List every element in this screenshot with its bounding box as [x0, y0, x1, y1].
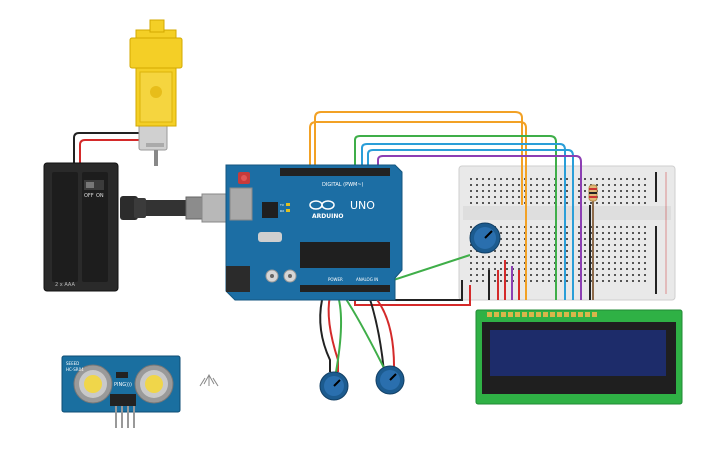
usb-cable[interactable]: [120, 193, 243, 223]
svg-text:PING))): PING))): [114, 382, 132, 388]
arduino-logo: [309, 200, 335, 210]
svg-text:ON: ON: [96, 193, 104, 199]
svg-text:OFF: OFF: [84, 193, 94, 199]
ultrasonic-sensor[interactable]: SEEED PING))) HC-SR04: [61, 355, 181, 428]
wire-battery-red[interactable]: [79, 139, 139, 180]
power-analog-header[interactable]: [300, 285, 390, 292]
arduino-uno[interactable]: DIGITAL (PWM~) ARDUINO UNO POWER ANALOG …: [225, 164, 403, 301]
svg-text:SEEED: SEEED: [66, 361, 79, 366]
lcd-screen: [490, 330, 666, 376]
arduino-logo-text: ARDUINO: [312, 213, 343, 220]
lcd-pin[interactable]: [578, 312, 583, 317]
wire-blue[interactable]: [361, 143, 566, 300]
board-model: UNO: [350, 199, 375, 212]
svg-text:TX: TX: [279, 203, 284, 207]
svg-text:HC-SR04: HC-SR04: [66, 367, 84, 372]
lcd-pin[interactable]: [494, 312, 499, 317]
lcd-pin[interactable]: [529, 312, 534, 317]
small-chip: [262, 202, 278, 218]
svg-text:RX: RX: [280, 209, 284, 213]
wire-orange-2[interactable]: [309, 121, 527, 300]
atmega-chip: [300, 242, 390, 268]
usb-port: [229, 187, 253, 221]
lcd-pin[interactable]: [515, 312, 520, 317]
wire-battery-black[interactable]: [73, 132, 139, 180]
battery-pack[interactable]: OFF ON 2 x AAA: [43, 162, 119, 292]
svg-text:POWER: POWER: [328, 277, 343, 282]
potentiometer-1[interactable]: [319, 371, 349, 401]
resistor[interactable]: [588, 184, 598, 202]
sensor-symbol-icon: [199, 373, 219, 387]
wire-blue-2[interactable]: [367, 149, 574, 300]
svg-text:ANALOG IN: ANALOG IN: [356, 277, 378, 282]
potentiometer-2[interactable]: [375, 365, 405, 395]
lcd-pin[interactable]: [550, 312, 555, 317]
power-jack: [226, 266, 250, 292]
lcd-pin[interactable]: [557, 312, 562, 317]
lcd-pin[interactable]: [508, 312, 513, 317]
lcd-pin[interactable]: [571, 312, 576, 317]
lcd-pin[interactable]: [501, 312, 506, 317]
lcd-pin-header[interactable]: [487, 312, 597, 317]
lcd-pin[interactable]: [536, 312, 541, 317]
dc-motor[interactable]: [129, 19, 183, 166]
svg-text:2 x AAA: 2 x AAA: [55, 282, 75, 288]
potentiometer-breadboard[interactable]: [469, 222, 501, 254]
lcd-pin[interactable]: [487, 312, 492, 317]
sensor-pin-header[interactable]: [110, 394, 136, 406]
lcd-pin[interactable]: [585, 312, 590, 317]
lcd-pin[interactable]: [592, 312, 597, 317]
wire-purple[interactable]: [377, 155, 582, 300]
lcd-pin[interactable]: [564, 312, 569, 317]
lcd-16x2[interactable]: [475, 309, 683, 405]
wire-green[interactable]: [354, 135, 557, 300]
breadboard-center-channel: [463, 206, 671, 220]
svg-text:DIGITAL (PWM~): DIGITAL (PWM~): [322, 182, 364, 188]
digital-header[interactable]: [280, 168, 390, 176]
lcd-pin[interactable]: [522, 312, 527, 317]
wire-orange[interactable]: [314, 111, 523, 205]
crystal: [258, 232, 282, 242]
lcd-pin[interactable]: [543, 312, 548, 317]
